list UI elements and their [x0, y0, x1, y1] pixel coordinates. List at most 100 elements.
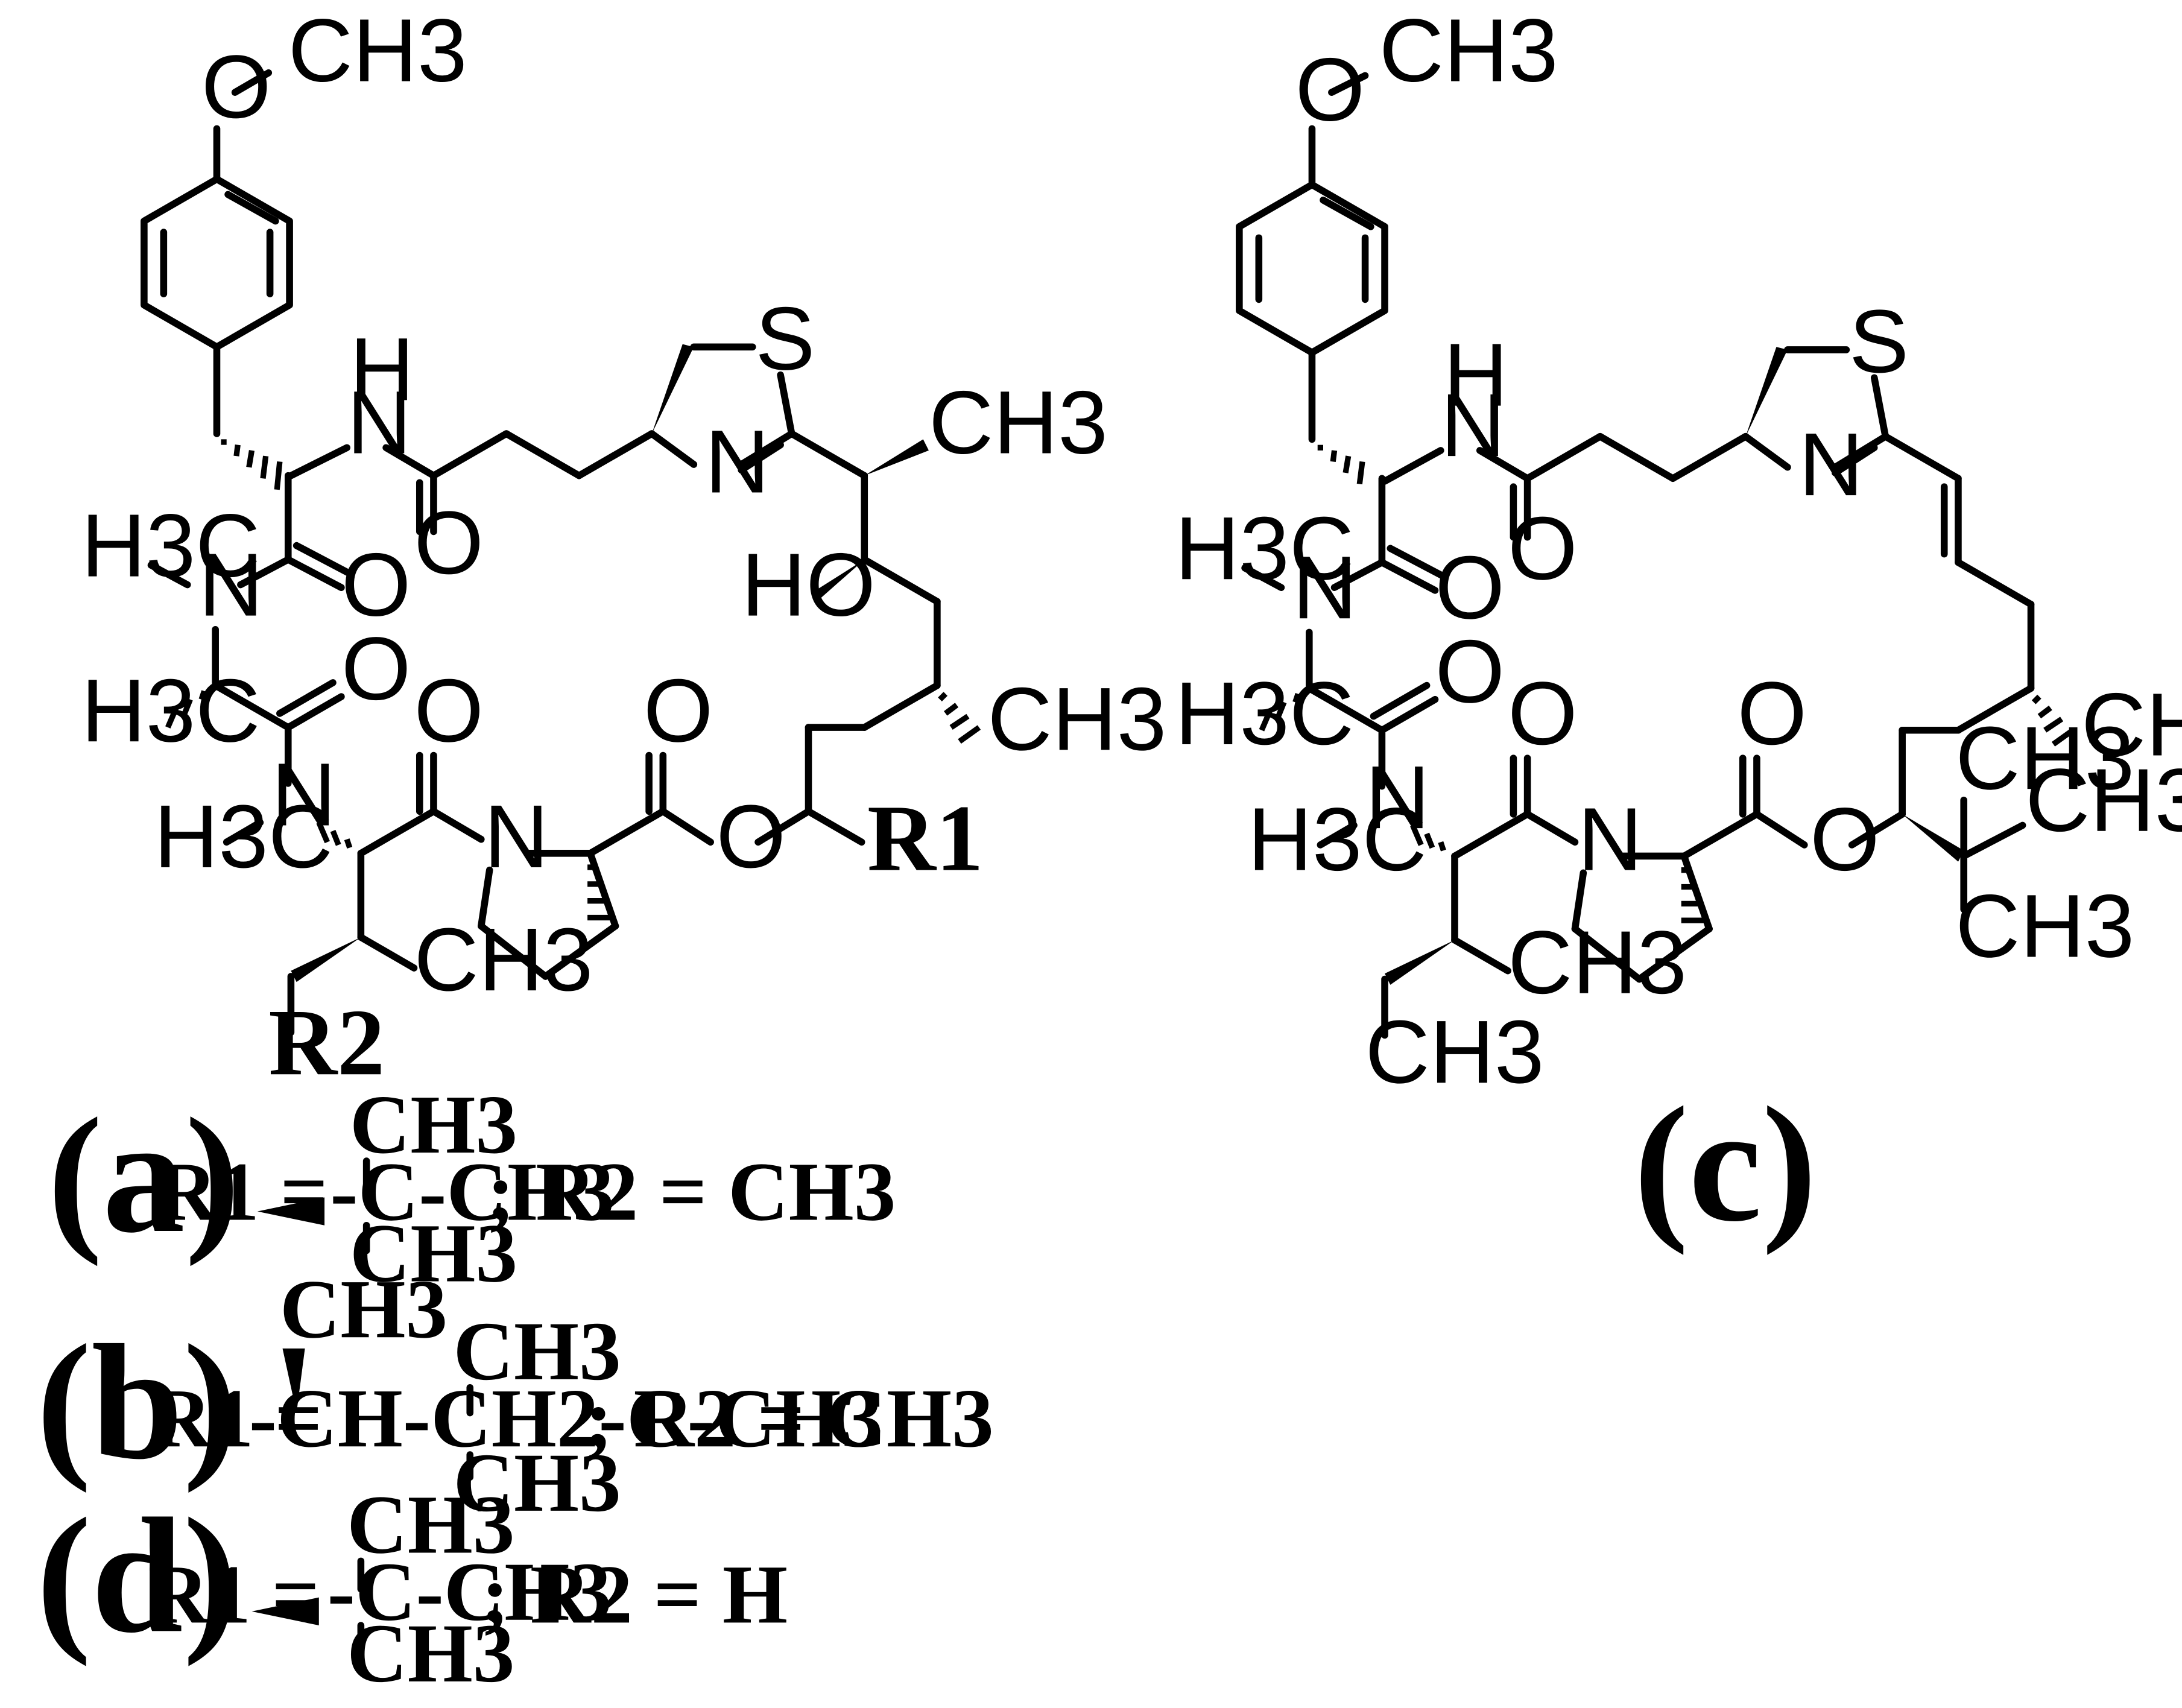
bond — [1960, 821, 2026, 860]
ile-methyl-label: CH3 — [414, 910, 593, 1010]
nh-n-label: N — [1441, 376, 1505, 475]
bond — [1378, 695, 1439, 734]
o2-label: O — [1435, 622, 1505, 721]
tbutyl-top-label: CH3 — [1955, 709, 2134, 808]
amide-o-label: O — [414, 493, 483, 593]
bond — [1378, 558, 1439, 594]
o3-label: O — [1508, 664, 1577, 764]
bond — [754, 808, 812, 846]
bond — [788, 430, 868, 479]
nh-n-label: N — [347, 373, 411, 473]
bond — [430, 808, 485, 843]
bond — [575, 430, 656, 479]
formula-d-top: CH3 — [347, 1478, 514, 1571]
hashed-bond — [316, 821, 353, 849]
bond — [237, 556, 292, 589]
bond — [738, 430, 795, 468]
wedge-bond — [1745, 347, 1788, 437]
bond — [1241, 564, 1285, 591]
wedge-bond — [282, 1348, 305, 1413]
hashed-bond — [1410, 824, 1446, 852]
formula-a-bottom: CH3 — [350, 1207, 517, 1300]
ester-o-label: O — [716, 787, 785, 887]
n-methyl-2-label: H3C — [154, 787, 333, 887]
ethyl-methyl-label: CH3 — [1365, 1002, 1545, 1102]
oxygen-label: O — [201, 37, 271, 137]
bond — [1848, 811, 1906, 849]
bond — [1832, 432, 1889, 471]
bond — [1955, 558, 2035, 608]
formula-d-middle: -C-CH3 — [327, 1546, 612, 1639]
n1-label: N — [198, 536, 263, 635]
bond — [357, 808, 437, 857]
wedge-bond — [811, 559, 865, 602]
bond — [1596, 432, 1677, 482]
ester-o-label: O — [1810, 790, 1879, 890]
hashed-bond — [1259, 692, 1301, 732]
tbutyl-bottom-label: CH3 — [1955, 876, 2134, 976]
side-methyl-label: CH3 — [987, 669, 1166, 769]
formula-a-top: CH3 — [350, 1078, 517, 1171]
hydroxyl-label: HO — [741, 536, 876, 635]
bond — [1870, 374, 1889, 440]
wedge-bond — [291, 937, 361, 982]
bond — [1381, 447, 1444, 485]
bond — [861, 556, 941, 606]
ala-methyl-label: H3C — [1175, 664, 1354, 764]
hashed-bond — [2031, 694, 2075, 747]
o3-label: O — [414, 661, 483, 761]
n-methyl-1-label: H3C — [1175, 499, 1354, 598]
bond — [1669, 432, 1750, 482]
bond — [231, 69, 273, 96]
formula-b-bottom: CH3 — [453, 1437, 621, 1529]
formula-d: R1 = CH3 -C-CH3 CH3 ; R2 = H — [148, 1478, 788, 1700]
wedge-bond — [251, 1597, 319, 1626]
bond — [586, 850, 619, 930]
formula-b-top: CH3 — [453, 1305, 621, 1398]
ring-methyl-label: CH3 — [929, 373, 1108, 473]
bond — [1523, 432, 1604, 482]
oxygen-label: O — [1295, 40, 1365, 140]
sulfur-label: S — [1849, 292, 1909, 391]
bond — [1320, 196, 1374, 230]
o1-label: O — [341, 536, 411, 635]
wedge-bond — [651, 344, 694, 434]
bond — [1451, 936, 1511, 975]
bond — [1571, 925, 1643, 983]
formula-b-r1-label: R1 = — [151, 1372, 322, 1465]
ile-methyl-label: CH3 — [1508, 913, 1687, 1013]
bond — [738, 441, 784, 474]
caption-b: (b) — [36, 1311, 238, 1494]
thiazoline-n-label: N — [705, 412, 770, 511]
structure-a-b-d: CH3 O H N S N O CH3 HO CH3 H3C N O H3C O… — [81, 1, 1167, 1096]
r2-label: R2 — [268, 990, 385, 1095]
bond — [224, 191, 279, 225]
formula-d-r1-label: R1 = — [148, 1548, 320, 1641]
bond — [478, 866, 493, 930]
hashed-bond — [1317, 444, 1365, 485]
bond — [1317, 821, 1358, 849]
formula-b-wedge-top: CH3 — [280, 1263, 447, 1356]
bond — [542, 922, 619, 980]
bond — [1753, 811, 1808, 849]
hashed-bond — [938, 692, 981, 744]
proline-n-label: N — [1578, 790, 1642, 890]
o2-label: O — [341, 619, 411, 719]
n2-label: N — [271, 745, 336, 844]
bond — [777, 371, 795, 437]
bond — [502, 430, 583, 479]
bond — [1387, 545, 1447, 580]
bond — [357, 934, 418, 972]
bond — [1882, 432, 1962, 482]
bond — [284, 693, 345, 731]
n-methyl-2-label: H3C — [1248, 790, 1427, 890]
n1-label: N — [1292, 538, 1357, 637]
r1-label: R1 — [867, 786, 984, 891]
bond — [1306, 685, 1386, 734]
bond — [284, 556, 345, 591]
bond — [1636, 925, 1713, 983]
bond — [1523, 811, 1579, 846]
n2-label: N — [1365, 748, 1430, 847]
bond — [276, 679, 337, 717]
